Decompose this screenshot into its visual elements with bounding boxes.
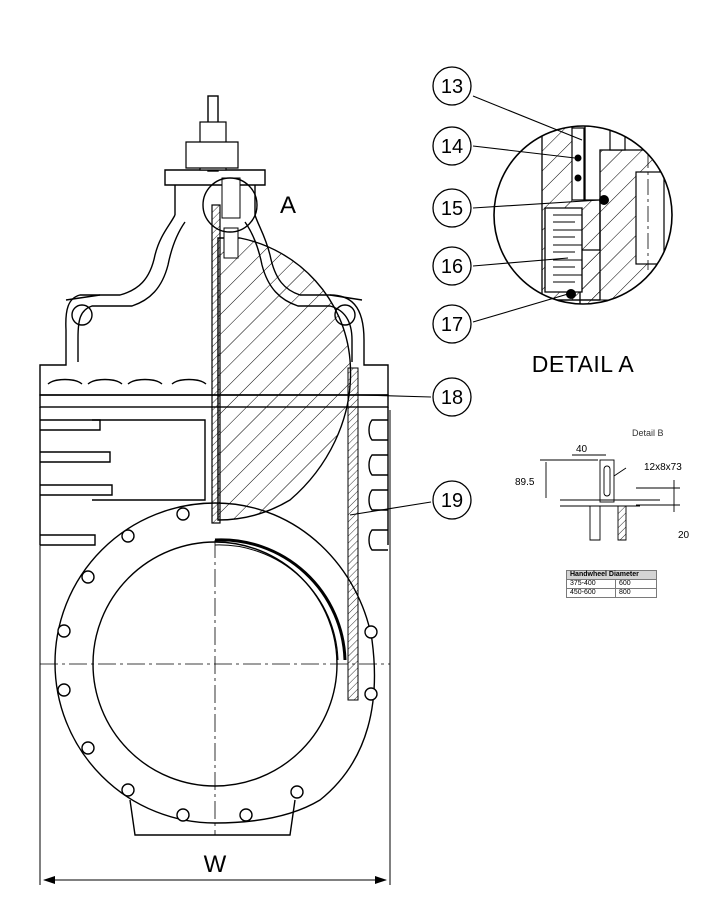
detail-b-title: Detail B — [632, 428, 664, 438]
section-marker-a: A — [202, 177, 296, 233]
balloon-15: 15 — [432, 188, 472, 228]
svg-text:15: 15 — [441, 198, 463, 220]
balloon-16: 16 — [432, 246, 472, 286]
svg-text:18: 18 — [441, 387, 463, 409]
width-dimension — [39, 410, 391, 885]
svg-text:13: 13 — [441, 76, 463, 98]
width-label: W — [204, 851, 227, 878]
table-cell: 600 — [615, 579, 657, 589]
balloon-13: 13 — [432, 66, 472, 106]
table-row: 450-600 800 — [566, 588, 657, 598]
dim-key: 12x8x73 — [644, 462, 682, 473]
wedge-section — [217, 237, 352, 521]
body-wall-section — [347, 367, 359, 701]
table-row: 375-400 600 — [566, 579, 657, 589]
flange-bolt-holes — [57, 507, 378, 822]
detail-b-view: Detail B 40 89.5 12x8x73 20 — [515, 428, 690, 541]
detail-a-view: DETAIL A — [493, 125, 673, 377]
svg-text:17: 17 — [441, 314, 463, 336]
section-label: A — [280, 192, 296, 219]
dim-20: 20 — [678, 530, 690, 541]
dim-89-5: 89.5 — [515, 477, 535, 488]
balloon-17: 17 — [432, 304, 472, 344]
table-cell: 375-400 — [566, 579, 616, 589]
dim-40: 40 — [576, 444, 588, 455]
centre-lines — [40, 540, 390, 835]
balloon-14: 14 — [432, 126, 472, 166]
table-cell: 800 — [615, 588, 657, 598]
table-cell: 450-600 — [566, 588, 616, 598]
svg-text:14: 14 — [441, 136, 463, 158]
balloon-19: 19 — [432, 480, 472, 520]
balloon-18: 18 — [432, 377, 472, 417]
leader-lines — [349, 95, 601, 516]
svg-text:19: 19 — [441, 490, 463, 512]
handwheel-table: Handwheel Diameter 375-400 600 450-600 8… — [566, 570, 657, 598]
svg-text:16: 16 — [441, 256, 463, 278]
detail-a-title: DETAIL A — [532, 351, 635, 377]
handwheel-table-header: Handwheel Diameter — [566, 570, 657, 580]
stem — [185, 95, 241, 524]
